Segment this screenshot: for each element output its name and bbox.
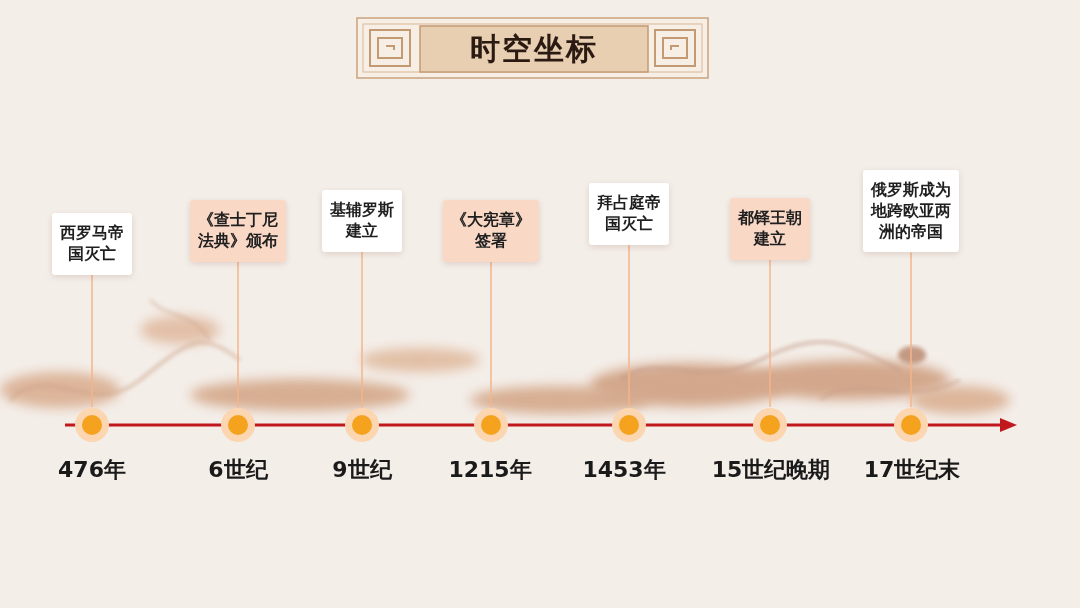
date-label: 476年 (58, 455, 126, 485)
event-text: 都铎王朝建立 (738, 208, 802, 250)
event-box: 拜占庭帝国灭亡 (589, 183, 669, 245)
event-box: 西罗马帝国灭亡 (52, 213, 132, 275)
event-text: 基辅罗斯建立 (330, 200, 394, 242)
leader-line (910, 252, 912, 407)
date-label: 6世纪 (208, 455, 267, 485)
leader-line (237, 262, 239, 407)
leader-line (91, 275, 93, 407)
date-label: 1215年 (448, 455, 531, 485)
event-box: 基辅罗斯建立 (322, 190, 402, 252)
leader-line (769, 260, 771, 407)
leader-line (490, 262, 492, 407)
date-label: 17世纪末 (864, 455, 961, 485)
event-box: 《大宪章》签署 (443, 200, 539, 262)
date-label: 9世纪 (332, 455, 391, 485)
event-text: 俄罗斯成为地跨欧亚两洲的帝国 (871, 180, 951, 242)
timeline-axis (65, 418, 1017, 432)
leader-line (628, 245, 630, 407)
event-text: 西罗马帝国灭亡 (60, 223, 124, 265)
date-label: 15世纪晚期 (712, 455, 831, 485)
event-text: 拜占庭帝国灭亡 (597, 193, 661, 235)
event-box: 《查士丁尼法典》颁布 (190, 200, 286, 262)
title-banner (357, 18, 708, 78)
timeline-dots (75, 408, 928, 442)
event-text: 《大宪章》签署 (451, 210, 531, 252)
smoke-decoration (0, 300, 1010, 414)
event-box: 都铎王朝建立 (730, 198, 810, 260)
title-text: 时空坐标 (420, 26, 648, 72)
leader-line (361, 252, 363, 407)
event-text: 《查士丁尼法典》颁布 (198, 210, 278, 252)
event-box: 俄罗斯成为地跨欧亚两洲的帝国 (863, 170, 959, 252)
date-label: 1453年 (582, 455, 665, 485)
